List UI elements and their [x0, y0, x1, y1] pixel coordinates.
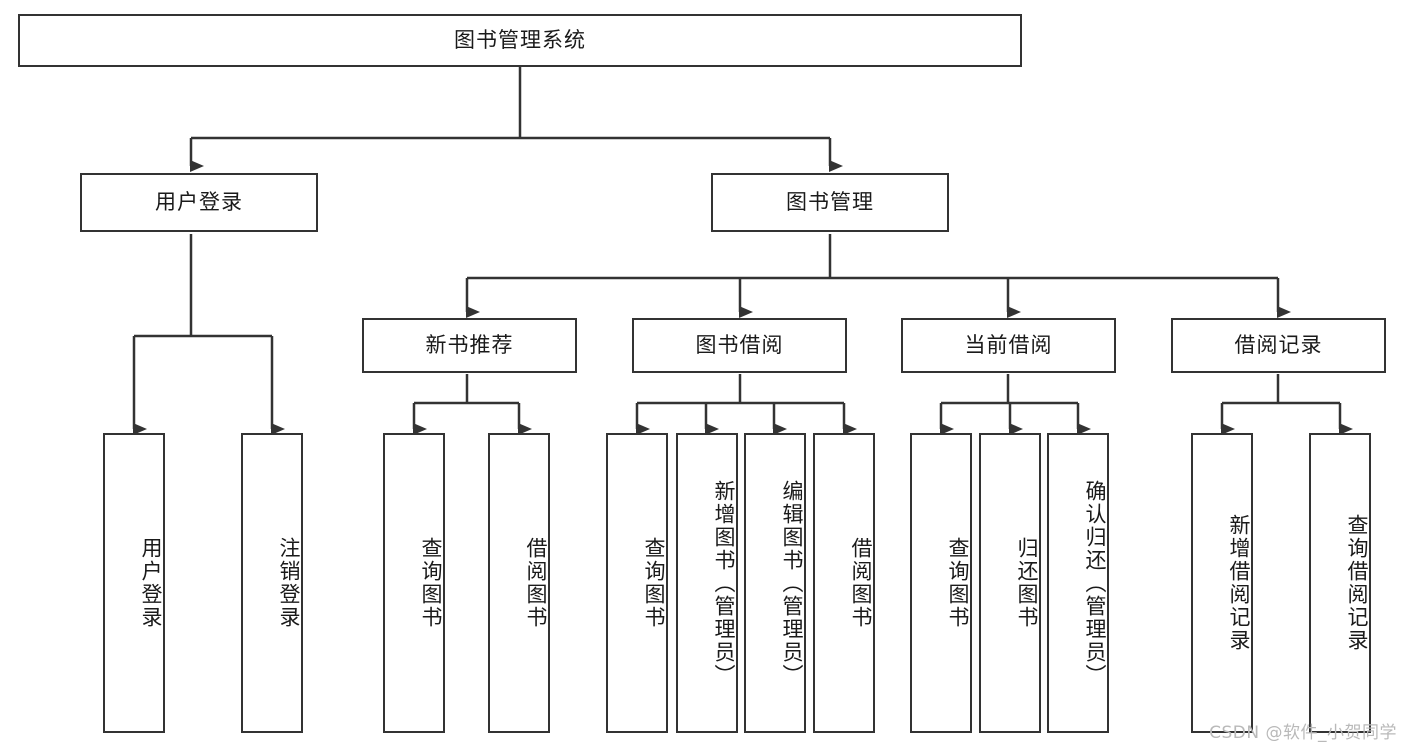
node-label: 新增借阅记录 [1227, 514, 1251, 652]
node-label: 归还图书 [1015, 537, 1039, 629]
node-label: 查询借阅记录 [1345, 514, 1369, 652]
leaf-record-query-record[interactable]: 查询借阅记录 [1309, 433, 1371, 733]
leaf-record-add-record[interactable]: 新增借阅记录 [1191, 433, 1253, 733]
node-label: 图书管理 [786, 189, 874, 214]
node-book-management[interactable]: 图书管理 [711, 173, 949, 232]
leaf-borrow-edit-book-admin[interactable]: 编辑图书（管理员） [744, 433, 806, 733]
node-label: 查询图书 [642, 537, 666, 629]
node-label: 借阅图书 [849, 537, 873, 629]
node-label: 图书借阅 [695, 332, 784, 357]
node-label: 借阅图书 [524, 537, 548, 629]
node-label: 确认归还（管理员） [1083, 479, 1107, 687]
leaf-recommend-borrow-book[interactable]: 借阅图书 [488, 433, 550, 733]
node-new-book-recommend[interactable]: 新书推荐 [362, 318, 577, 373]
node-user-login[interactable]: 用户登录 [80, 173, 318, 232]
node-book-borrow[interactable]: 图书借阅 [632, 318, 847, 373]
node-label: 图书管理系统 [454, 27, 586, 52]
leaf-recommend-query-book[interactable]: 查询图书 [383, 433, 445, 733]
node-root-system[interactable]: 图书管理系统 [18, 14, 1022, 67]
node-label: 注销登录 [277, 537, 301, 629]
node-label: 用户登录 [139, 537, 163, 629]
node-label: 用户登录 [155, 189, 243, 214]
node-label: 新增图书（管理员） [712, 479, 736, 687]
node-label: 编辑图书（管理员） [780, 479, 804, 687]
node-label: 新书推荐 [425, 332, 514, 357]
leaf-borrow-query-book[interactable]: 查询图书 [606, 433, 668, 733]
node-label: 当前借阅 [964, 332, 1053, 357]
watermark-text: CSDN @软件_小贺同学 [1209, 723, 1397, 743]
node-label: 查询图书 [419, 537, 443, 629]
leaf-borrow-add-book-admin[interactable]: 新增图书（管理员） [676, 433, 738, 733]
leaf-user-login[interactable]: 用户登录 [103, 433, 165, 733]
leaf-borrow-borrow-book[interactable]: 借阅图书 [813, 433, 875, 733]
leaf-current-query-book[interactable]: 查询图书 [910, 433, 972, 733]
leaf-current-confirm-return-admin[interactable]: 确认归还（管理员） [1047, 433, 1109, 733]
node-label: 借阅记录 [1234, 332, 1323, 357]
node-current-borrow[interactable]: 当前借阅 [901, 318, 1116, 373]
leaf-logout[interactable]: 注销登录 [241, 433, 303, 733]
leaf-current-return-book[interactable]: 归还图书 [979, 433, 1041, 733]
node-label: 查询图书 [946, 537, 970, 629]
node-borrow-record[interactable]: 借阅记录 [1171, 318, 1386, 373]
